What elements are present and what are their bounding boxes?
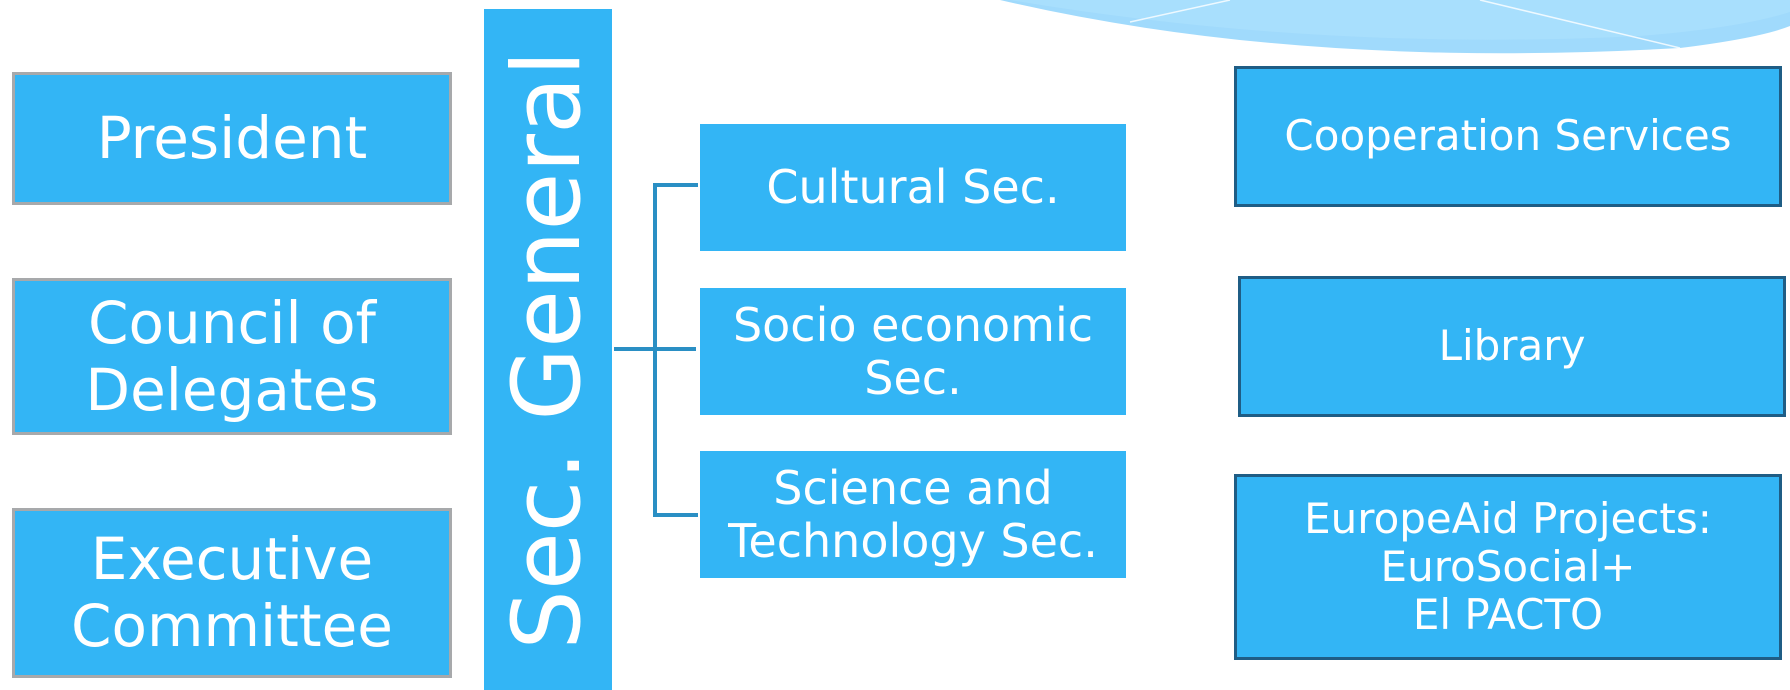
secretary-general-bar: Sec. General [484, 9, 612, 690]
cultural-label: Cultural Sec. [766, 160, 1060, 215]
executive-label-line2: Committee [71, 592, 393, 660]
president-box: President [12, 72, 452, 205]
council-of-delegates-box: Council of Delegates [12, 278, 452, 435]
science-label-line1: Science and [773, 460, 1053, 515]
cooperation-label: Cooperation Services [1284, 111, 1732, 161]
council-label-line2: Delegates [85, 355, 379, 424]
cooperation-services-box: Cooperation Services [1234, 66, 1782, 207]
cultural-section-box: Cultural Sec. [700, 124, 1126, 251]
socio-label-line1: Socio economic [732, 297, 1094, 352]
president-label: President [96, 104, 368, 173]
council-label-line1: Council of [88, 288, 376, 357]
executive-committee-box: Executive Committee [12, 508, 452, 678]
executive-label-line1: Executive [90, 525, 374, 594]
socio-label-line2: Sec. [864, 350, 962, 405]
europeaid-projects-box: EuropeAid Projects: EuroSocial+ El PACTO [1234, 474, 1782, 660]
library-label: Library [1438, 321, 1586, 371]
science-technology-section-box: Science and Technology Sec. [700, 451, 1126, 578]
socio-economic-section-box: Socio economic Sec. [700, 288, 1126, 415]
europeaid-label-line2: EuroSocial+ [1380, 541, 1636, 591]
library-box: Library [1238, 276, 1786, 417]
europeaid-label-line3: El PACTO [1412, 590, 1604, 640]
science-label-line2: Technology Sec. [728, 513, 1098, 568]
europeaid-label-line1: EuropeAid Projects: [1304, 493, 1712, 543]
